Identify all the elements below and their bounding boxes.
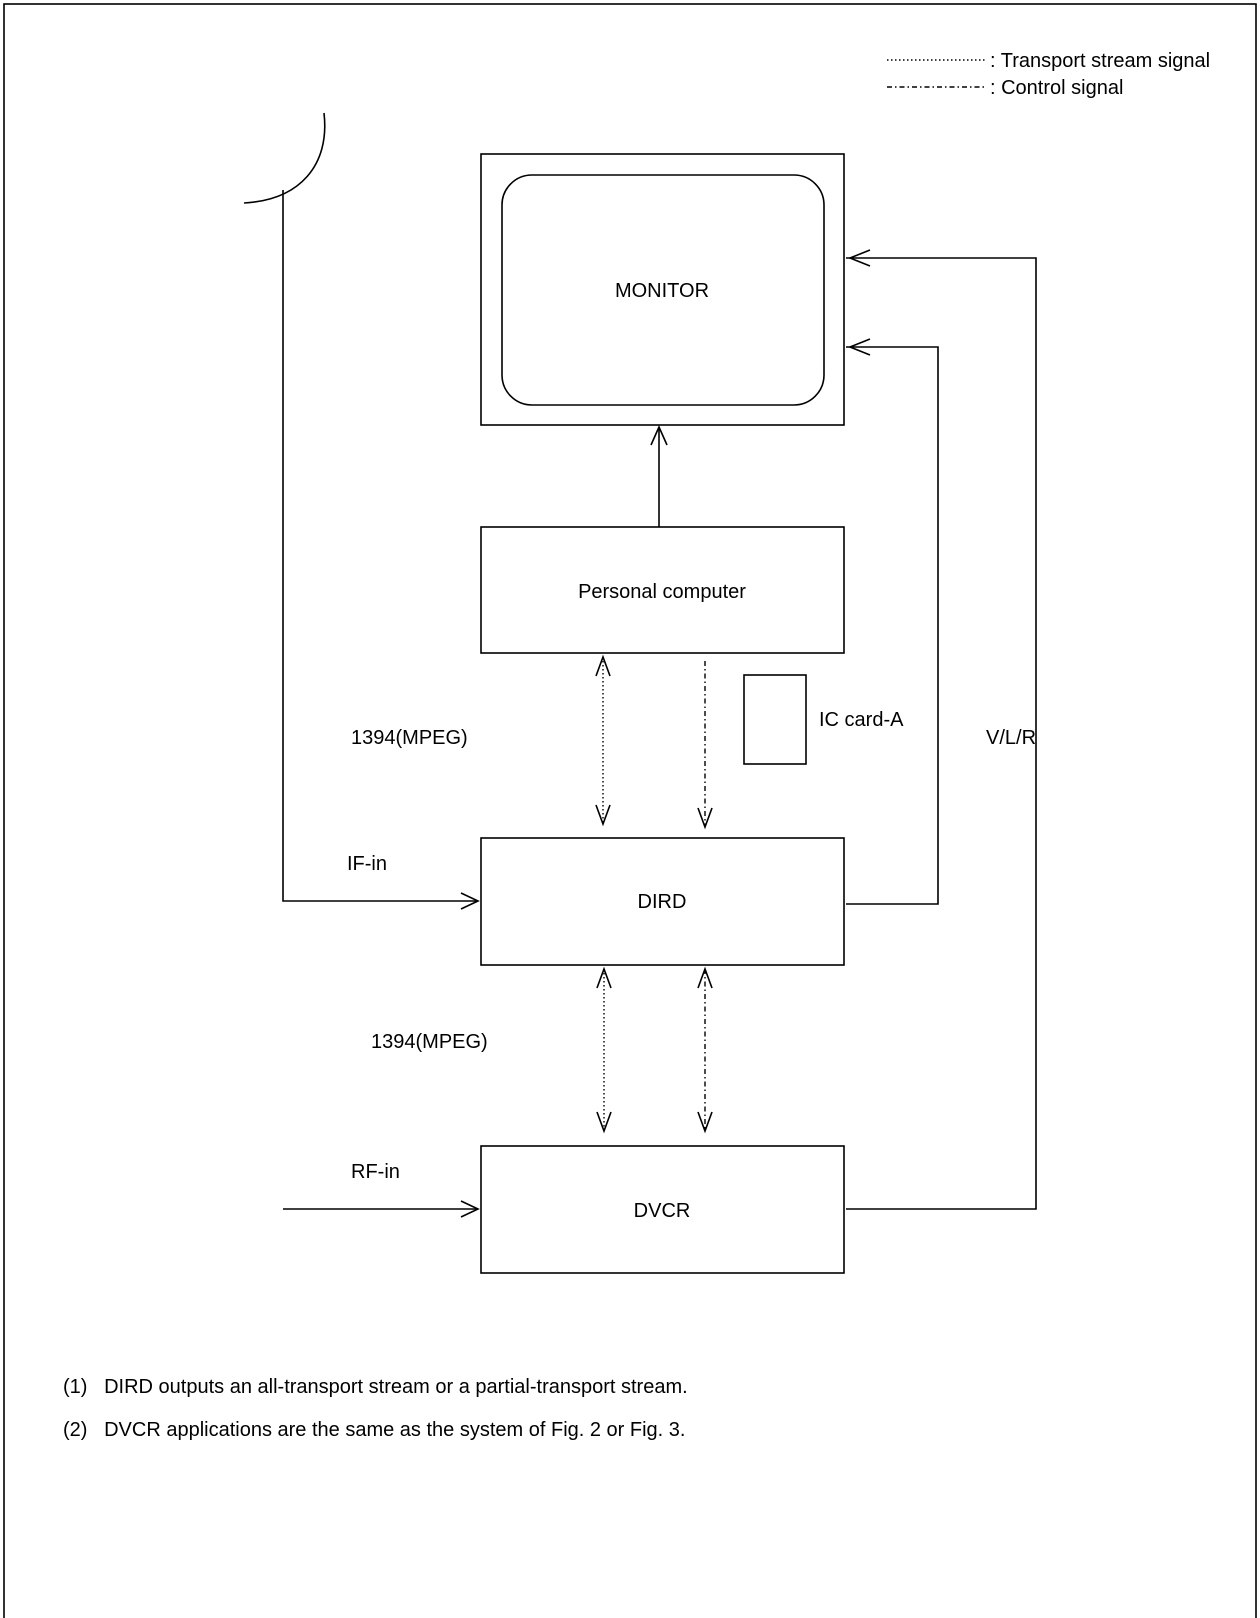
dird-box — [480, 837, 845, 966]
dird-to-monitor-arrowhead — [847, 338, 871, 356]
pc-dird-transport-arrow-down — [595, 804, 611, 827]
legend-control-label: : Control signal — [990, 77, 1123, 99]
pc-box — [480, 526, 845, 654]
ic-card-box — [743, 674, 807, 765]
dvcr: DVCR — [480, 1145, 845, 1274]
ic-card: IC card-A — [743, 674, 904, 765]
page-border — [3, 3, 1257, 1618]
pc-dird-transport-arrow-up — [595, 654, 611, 677]
monitor-label: MONITOR — [615, 280, 709, 302]
monitor-screen — [501, 174, 825, 406]
dvcr-to-monitor-arrowhead — [847, 249, 871, 267]
rf-in-label: RF-in — [351, 1161, 400, 1183]
dvcr-label: DVCR — [634, 1200, 691, 1222]
ic-card-label: IC card-A — [819, 709, 904, 731]
if-in-arrowhead — [460, 892, 480, 910]
personal-computer: Personal computer — [480, 526, 845, 654]
pc-dird-label: 1394(MPEG) — [351, 727, 468, 749]
dird: DIRD — [480, 837, 845, 966]
note-2: (2) DVCR applications are the same as th… — [63, 1419, 685, 1441]
dird-dvcr-transport-arrow-down — [596, 1111, 612, 1134]
legend-transport-label: : Transport stream signal — [990, 50, 1210, 72]
antenna-dish-icon — [243, 112, 326, 204]
if-in-line — [282, 190, 478, 902]
dird-dvcr-transport-arrow-up — [596, 966, 612, 989]
dird-dvcr-control-arrow-down — [697, 1111, 713, 1134]
dird-dvcr-label: 1394(MPEG) — [371, 1031, 488, 1053]
pc-to-monitor-arrowhead — [650, 425, 668, 446]
dvcr-to-monitor-line — [846, 257, 1037, 1210]
legend: : Transport stream signal : Control sign… — [887, 50, 1210, 99]
pc-label: Personal computer — [578, 581, 746, 603]
if-in-label: IF-in — [347, 853, 387, 875]
monitor: MONITOR — [480, 153, 845, 426]
dird-to-monitor-line — [846, 346, 939, 905]
pc-dird-control-arrow-down — [697, 807, 713, 830]
dvcr-box — [480, 1145, 845, 1274]
dird-label: DIRD — [638, 891, 687, 913]
dird-dvcr-control-arrow-up — [697, 966, 713, 989]
vlr-label: V/L/R — [986, 727, 1036, 749]
note-1: (1) DIRD outputs an all-transport stream… — [63, 1376, 688, 1398]
rf-in-arrowhead — [460, 1200, 480, 1218]
